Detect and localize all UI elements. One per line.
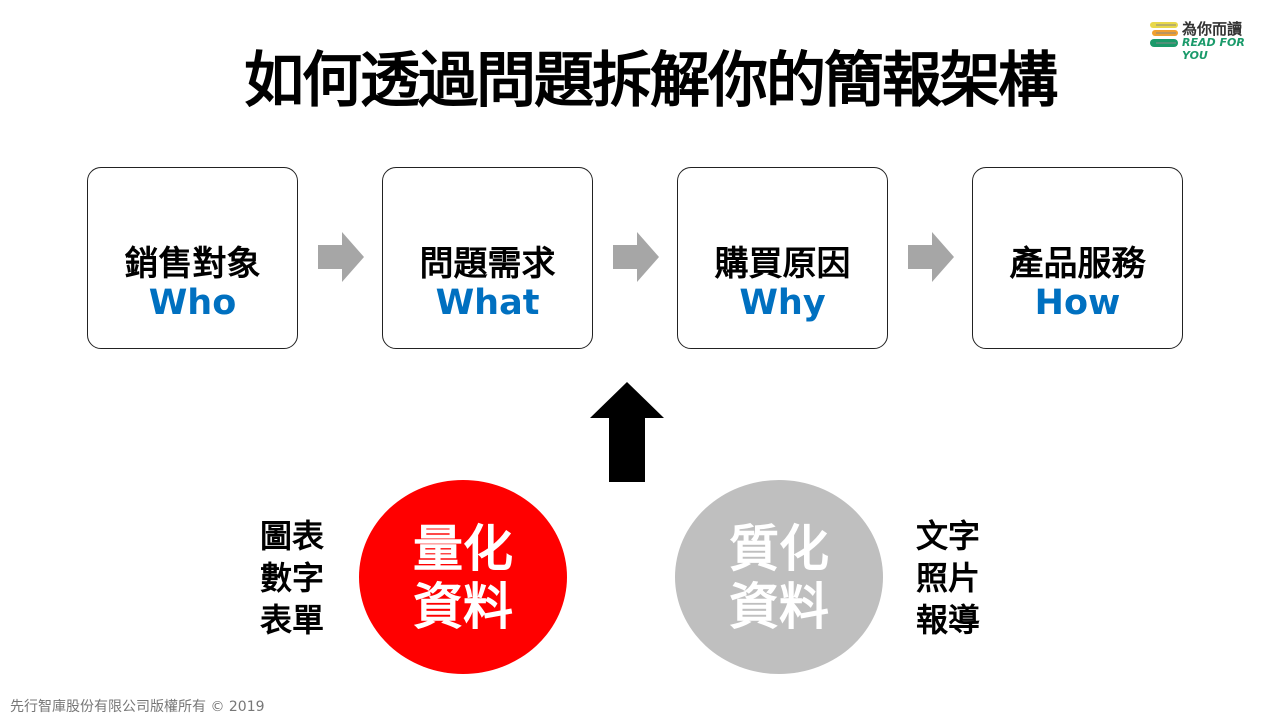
copyright-footer: 先行智庫股份有限公司版權所有 © 2019 [10,699,265,715]
books-icon [1150,22,1178,47]
qualitative-data-circle: 質化 資料 [675,480,883,674]
circle-label: 資料 [729,578,829,636]
example-item: 圖表 [260,517,325,555]
example-item: 表單 [260,601,325,639]
step-label: 問題需求 [419,244,556,284]
example-item: 報導 [916,601,981,639]
arrow-right-icon [613,232,659,282]
arrow-right-icon [908,232,954,282]
arrow-right-icon [318,232,364,282]
logo-subtext: READ FOR YOU [1182,36,1245,62]
circle-label: 量化 [413,520,513,578]
arrow-up-icon [590,382,664,482]
step-label: 產品服務 [1009,244,1146,284]
example-item: 文字 [916,517,981,555]
step-question: Who [148,283,237,323]
circle-label: 資料 [413,578,513,636]
circle-label: 質化 [729,520,829,578]
page-title: 如何透過問題拆解你的簡報架構 [244,46,1058,116]
step-question: How [1034,283,1121,323]
step-why: 購買原因 Why [677,167,888,349]
step-label: 購買原因 [714,244,851,284]
step-who: 銷售對象 Who [87,167,298,349]
example-item: 數字 [260,559,325,597]
step-question: Why [739,283,826,323]
logo: 為你而讀 READ FOR YOU [1148,18,1252,62]
qualitative-examples: 文字 照片 報導 [916,515,980,641]
example-item: 照片 [916,559,981,597]
quantitative-examples: 圖表 數字 表單 [260,515,324,641]
logo-text: 為你而讀 [1182,20,1243,38]
quantitative-data-circle: 量化 資料 [359,480,567,674]
step-question: What [435,283,540,323]
step-how: 產品服務 How [972,167,1183,349]
step-what: 問題需求 What [382,167,593,349]
step-label: 銷售對象 [124,244,261,284]
